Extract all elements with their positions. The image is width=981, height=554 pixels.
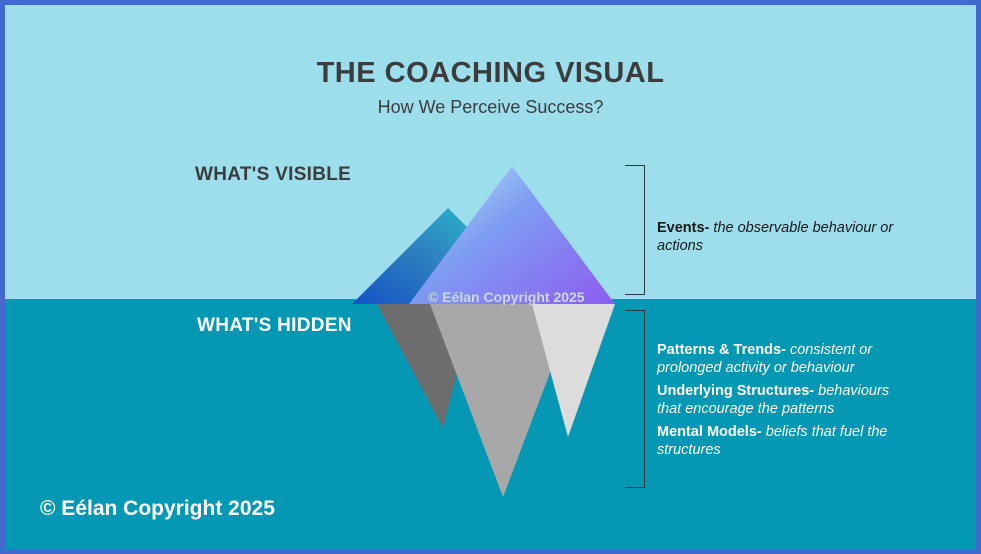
- page-title: THE COACHING VISUAL: [316, 57, 665, 89]
- annotation-structures-term: Underlying Structures-: [657, 383, 815, 399]
- bracket-visible: [625, 165, 645, 295]
- annotation-mental-models: Mental Models- beliefs that fuel the str…: [657, 424, 909, 459]
- annotation-events-description: the observable behaviour or actions: [657, 220, 894, 254]
- iceberg-illustration: [5, 166, 615, 497]
- annotation-events: Events- the observable behaviour or acti…: [657, 220, 909, 255]
- annotation-mental-models-description: beliefs that fuel the structures: [657, 424, 888, 458]
- annotation-structures: Underlying Structures- behaviours that e…: [657, 383, 909, 418]
- annotation-structures-description: behaviours that encourage the patterns: [657, 383, 890, 417]
- submerged-spike-mid: [430, 304, 576, 497]
- annotation-events-term: Events-: [657, 220, 710, 236]
- annotation-mental-models-term: Mental Models-: [657, 424, 762, 440]
- section-label-hidden: WHAT'S HIDDEN: [197, 315, 352, 336]
- submerged-spike-light: [532, 304, 615, 437]
- peak-right: [409, 166, 615, 304]
- annotation-patterns: Patterns & Trends- consistent or prolong…: [657, 342, 909, 377]
- annotation-patterns-term: Patterns & Trends-: [657, 342, 786, 358]
- page-subtitle: How We Perceive Success?: [377, 97, 604, 117]
- copyright-notice: © Eélan Copyright 2025: [40, 497, 275, 520]
- section-label-visible: WHAT'S VISIBLE: [195, 164, 352, 185]
- bracket-hidden: [625, 310, 645, 488]
- annotation-patterns-description: consistent or prolonged activity or beha…: [657, 342, 873, 376]
